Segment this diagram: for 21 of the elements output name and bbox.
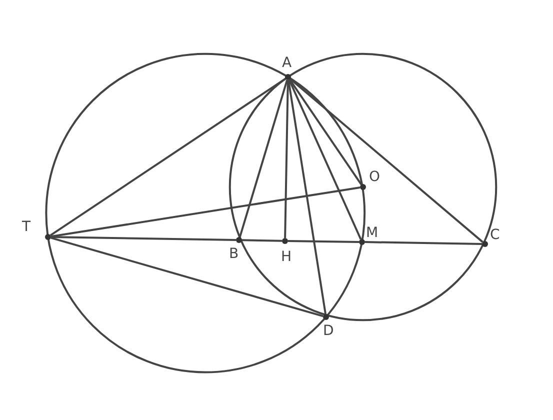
- line-segment: [242, 239, 282, 242]
- point-label: M: [366, 225, 378, 241]
- point-label: O: [369, 169, 380, 185]
- line-segment: [287, 80, 327, 314]
- point-label: D: [323, 323, 334, 339]
- point-label: A: [282, 55, 292, 71]
- line-segment: [238, 80, 288, 238]
- line-segment: [290, 78, 484, 243]
- line-segment: [288, 79, 362, 240]
- line-segment: [50, 236, 324, 318]
- point-label: C: [490, 227, 500, 243]
- line-segment: [50, 236, 236, 241]
- point-label: B: [229, 246, 239, 262]
- line-segment: [284, 80, 289, 238]
- line-segment: [50, 78, 286, 236]
- line-segment: [50, 186, 360, 238]
- line-segment: [288, 240, 360, 243]
- line-segment: [288, 78, 362, 186]
- line-segment: [364, 241, 482, 245]
- point-label: H: [281, 249, 292, 265]
- point-label: T: [22, 219, 31, 235]
